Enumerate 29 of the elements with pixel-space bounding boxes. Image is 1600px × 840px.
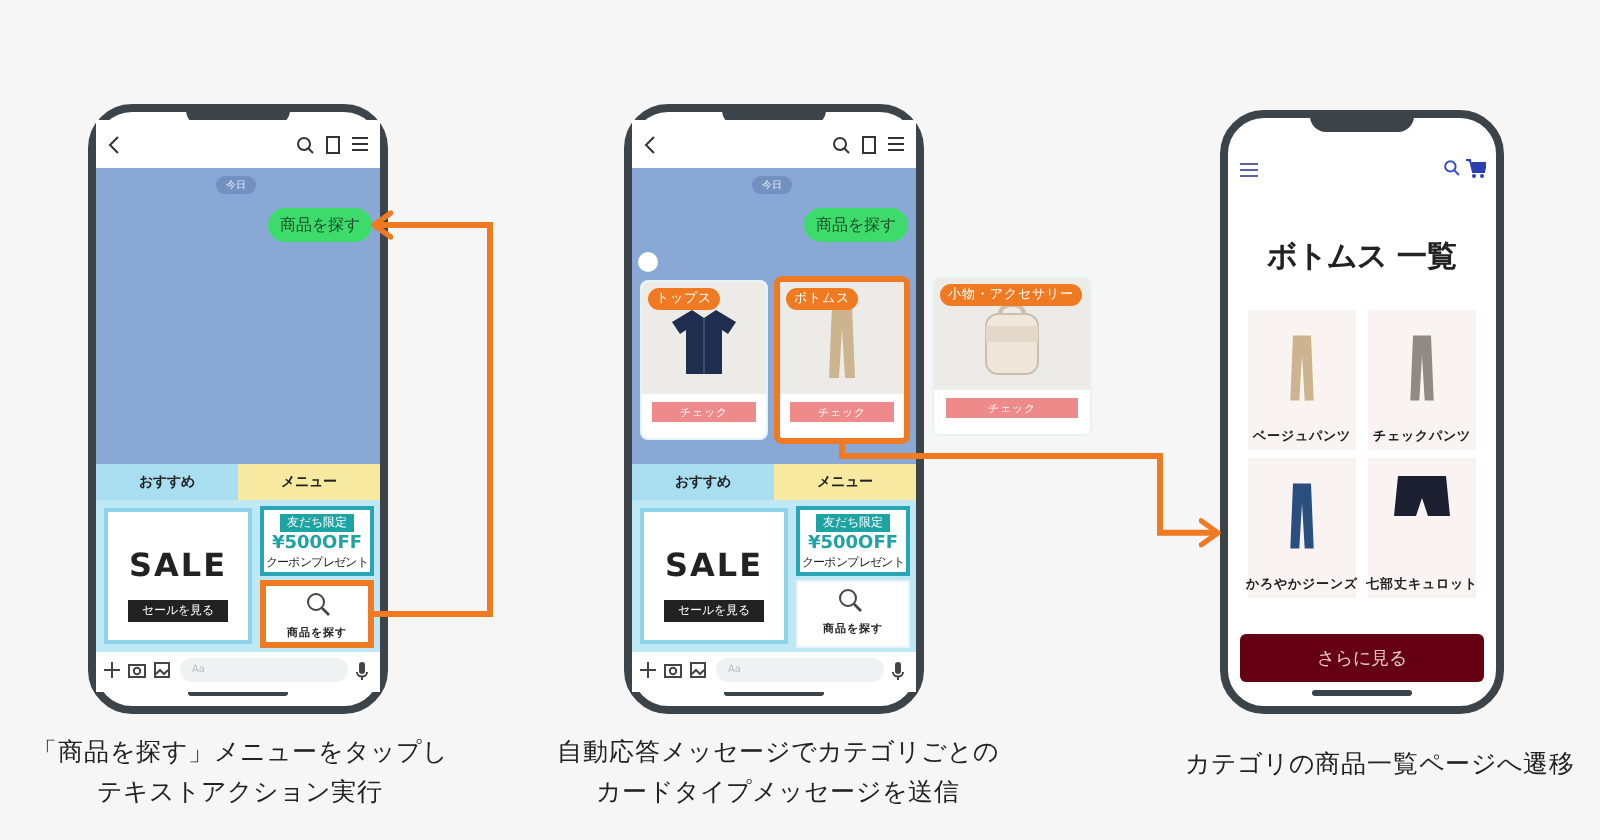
step-description: 「商品を探す」メニューをタップしテキストアクション実行: [30, 734, 450, 810]
sale-banner: [640, 508, 788, 644]
product-card: [774, 276, 910, 444]
page-title: ボトムス 一覧: [1264, 235, 1460, 277]
step-description: カテゴリの商品一覧ページへ遷移: [1183, 746, 1577, 782]
coupon-amount: ¥500OFF: [270, 532, 364, 554]
step-description: 自動応答メッセージでカテゴリごとのカードタイプメッセージを送信: [555, 734, 1001, 810]
product-tile: [1248, 310, 1356, 450]
coupon-tile: [796, 506, 910, 576]
banner-title: SALE: [662, 543, 766, 587]
menu-tile: [796, 580, 910, 648]
product-tile: [1368, 458, 1476, 598]
phone-frame: [1220, 110, 1504, 714]
product-card: [932, 276, 1092, 436]
coupon-tile: [260, 506, 374, 576]
arrow: [839, 444, 1221, 548]
product-tile: [1368, 310, 1476, 450]
sale-banner: [104, 508, 252, 644]
coupon-amount: ¥500OFF: [806, 532, 900, 554]
phone-frame: [624, 104, 924, 714]
arrow: [371, 210, 493, 617]
menu-tile: [260, 580, 374, 648]
chat-bubble: 商品を探す: [804, 208, 908, 242]
chat-bubble: 商品を探す: [268, 208, 372, 242]
product-tile: [1248, 458, 1356, 598]
product-card: [640, 280, 768, 440]
phone-frame: [88, 104, 388, 714]
more-button: さらに見る: [1240, 634, 1484, 682]
banner-title: SALE: [126, 543, 230, 587]
